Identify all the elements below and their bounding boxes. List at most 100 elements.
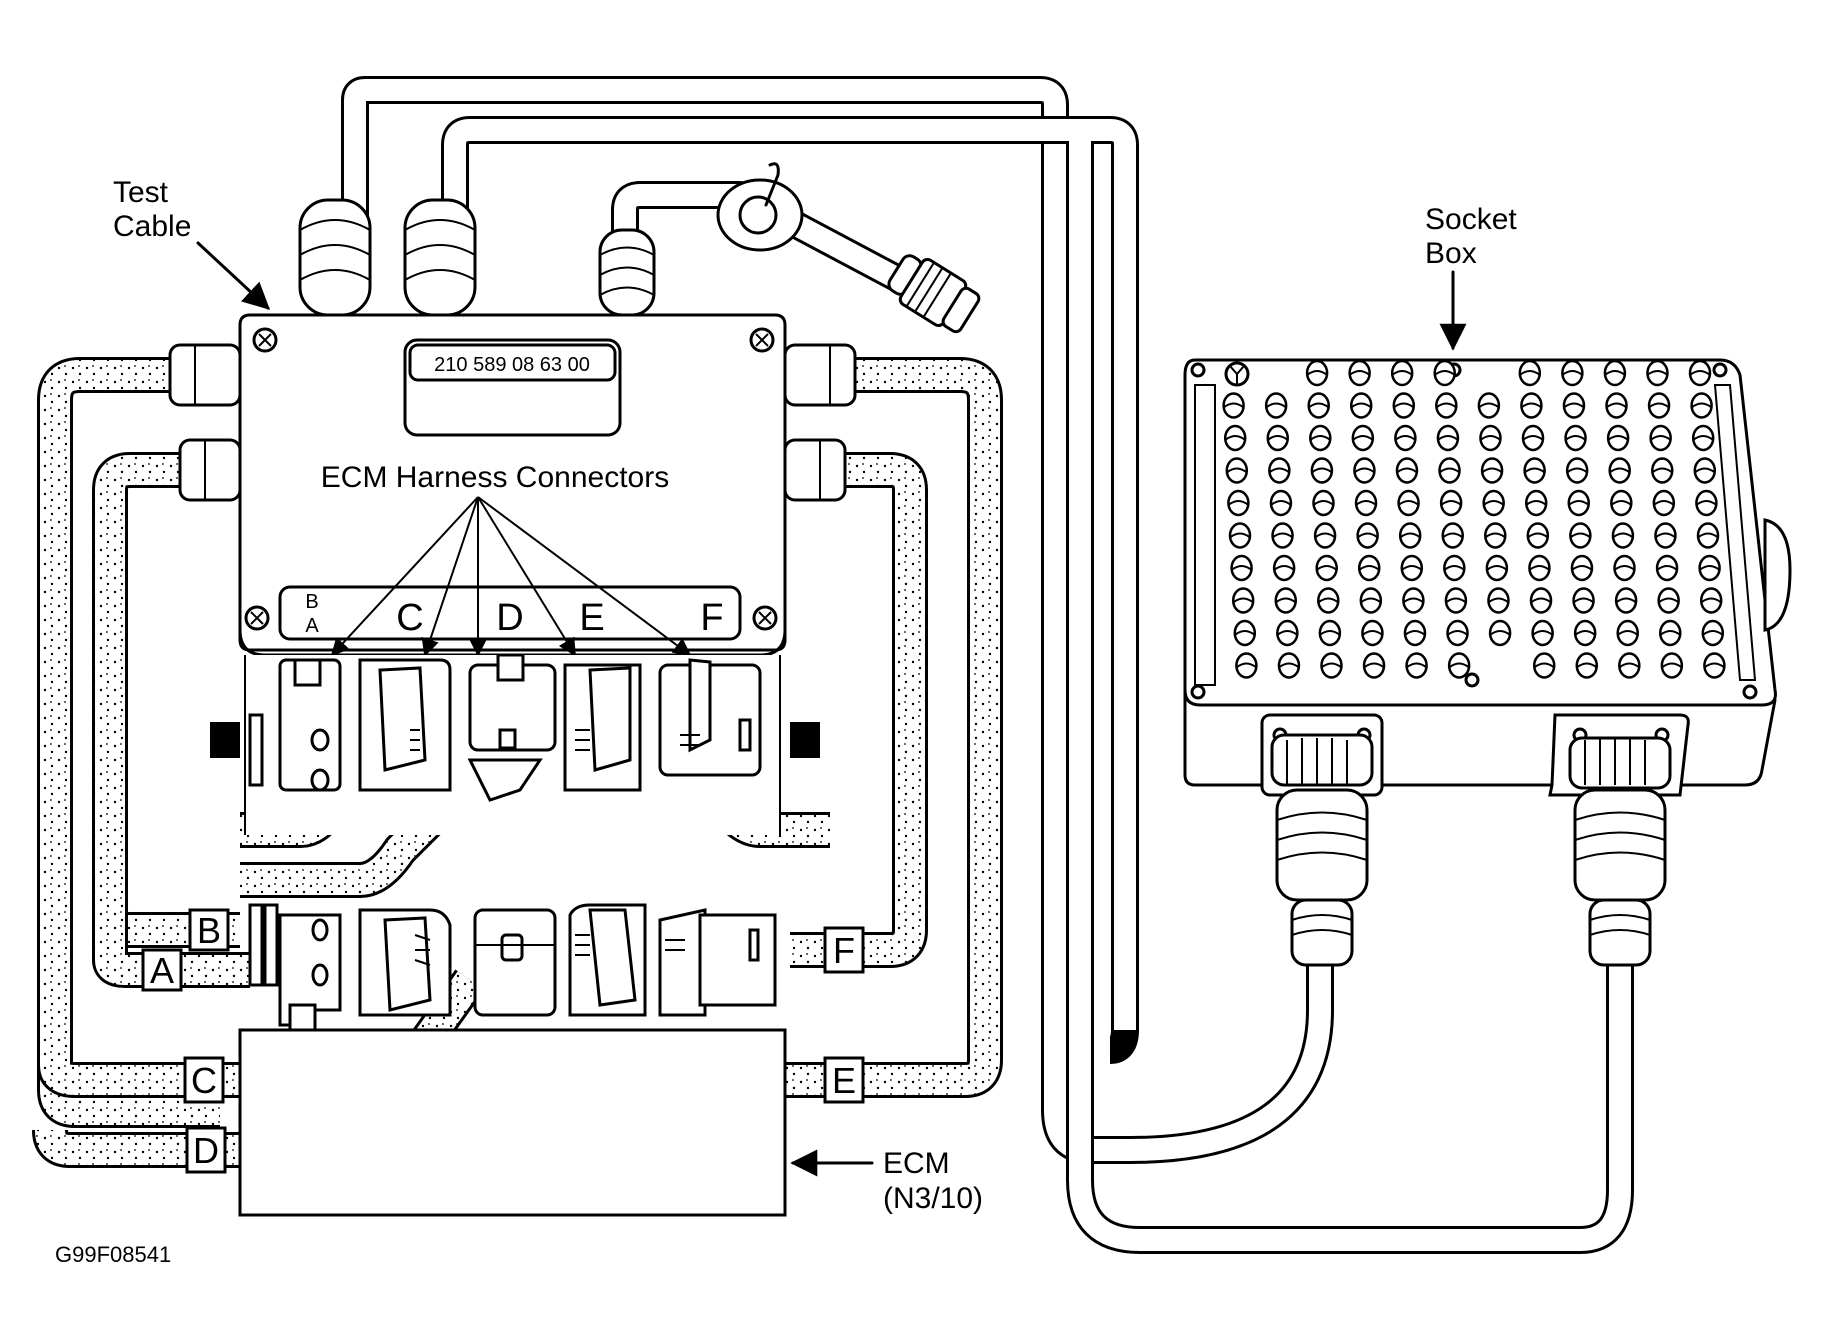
connector-f-lower: [658, 908, 777, 1017]
socket-pin: [1392, 392, 1416, 419]
screw-icon: [1190, 684, 1206, 700]
svg-text:C: C: [191, 1060, 217, 1101]
screw-icon: [752, 605, 778, 631]
socket-pin: [1310, 457, 1334, 484]
ecm-body: [238, 1028, 787, 1217]
socket-pin: [1487, 587, 1510, 614]
socket-pin: [1318, 619, 1342, 647]
socket-pin: [1269, 489, 1293, 517]
socket-pin: [1696, 522, 1720, 549]
socket-pin: [1361, 619, 1384, 647]
svg-text:B: B: [305, 591, 318, 613]
socket-pin: [1657, 587, 1680, 614]
socket-pin: [1435, 392, 1458, 419]
socket-pin: [1524, 489, 1548, 517]
socket-pin: [1441, 522, 1464, 549]
socket-pin: [1353, 457, 1376, 484]
socket-pin: [1231, 587, 1255, 614]
screw-icon: [244, 605, 270, 631]
socket-pin: [1616, 619, 1639, 647]
socket-pin: [1446, 619, 1469, 647]
harness-tag-e: E: [823, 1056, 865, 1104]
diagnostic-lead: [611, 162, 981, 334]
screw-icon: [1712, 362, 1728, 378]
socket-pin: [1400, 554, 1424, 582]
socket-grid: [1222, 359, 1726, 679]
callout-socket-box: Socket Box: [1425, 203, 1517, 351]
socket-pin: [1230, 554, 1253, 582]
socket-pin: [1274, 587, 1297, 614]
svg-text:E: E: [579, 597, 604, 639]
part-number: 210 589 08 63 00: [434, 354, 590, 376]
socket-pin: [1317, 587, 1340, 614]
ecm-harness-connectors-label: ECM Harness Connectors: [321, 461, 669, 494]
socket-box-cables: [341, 76, 1634, 1254]
socket-pin: [1520, 392, 1543, 419]
svg-text:A: A: [305, 615, 319, 637]
socket-pin: [1398, 522, 1422, 549]
connector-e-upper: [563, 663, 642, 792]
socket-pin: [1438, 457, 1461, 484]
connector-c-lower: [358, 908, 452, 1017]
callout-ecm: ECM (N3/10): [790, 1147, 983, 1215]
socket-pin: [1521, 424, 1545, 452]
socket-pin: [1394, 424, 1417, 452]
socket-pin: [1562, 392, 1586, 419]
harness-tag-b: B: [188, 908, 230, 952]
socket-pin: [1660, 652, 1684, 679]
socket-pin: [1569, 522, 1592, 549]
socket-pin: [1271, 522, 1294, 549]
socket-pin: [1698, 554, 1721, 582]
screw-icon: [749, 327, 775, 353]
socket-pin: [1618, 652, 1641, 679]
socket-pin: [1610, 489, 1633, 517]
cable-glands-side: [168, 343, 857, 502]
socket-pin: [1312, 489, 1335, 517]
socket-pin: [1529, 587, 1553, 614]
socket-pin: [1443, 554, 1466, 582]
socket-pin: [1611, 522, 1635, 549]
socket-pin: [1564, 424, 1587, 452]
socket-pin: [1397, 489, 1420, 517]
callout-test-cable: Test Cable: [113, 176, 270, 310]
socket-pin: [1356, 522, 1379, 549]
socket-pin: [1485, 554, 1509, 582]
socket-pin: [1649, 424, 1672, 452]
socket-pin: [1531, 619, 1554, 647]
socket-pin: [1276, 619, 1299, 647]
socket-pin: [1654, 522, 1677, 549]
socket-pin: [1349, 392, 1373, 419]
cable-glands-top: [298, 198, 656, 317]
socket-pin: [1690, 392, 1713, 419]
socket-pin: [1227, 489, 1250, 517]
socket-pin: [1315, 554, 1338, 582]
socket-pin: [1567, 489, 1591, 517]
socket-pin: [1405, 652, 1428, 679]
socket-pin: [1575, 652, 1599, 679]
socket-pin: [1603, 359, 1627, 387]
socket-pin: [1528, 554, 1551, 582]
socket-pin: [1480, 457, 1504, 484]
harness-tag-f: F: [823, 926, 865, 974]
connector-e-lower: [568, 903, 647, 1017]
connector-ab-upper: [248, 658, 342, 792]
socket-pin: [1266, 424, 1289, 452]
socket-pin: [1357, 554, 1381, 582]
socket-pin: [1402, 587, 1425, 614]
connector-d-lower: [473, 908, 557, 1017]
harness-tag-c: C: [183, 1056, 225, 1104]
svg-text:D: D: [496, 597, 523, 639]
socket-pin: [1655, 554, 1679, 582]
socket-pin: [1320, 652, 1343, 679]
socket-pin: [1518, 359, 1542, 387]
harness-tag-d: D: [185, 1126, 227, 1174]
socket-pin: [1691, 424, 1715, 452]
connector-c-upper: [358, 658, 452, 792]
socket-pin: [1695, 489, 1718, 517]
socket-pin: [1605, 392, 1628, 419]
socket-pin: [1482, 489, 1505, 517]
socket-pin: [1436, 424, 1460, 452]
socket-pin: [1395, 457, 1419, 484]
socket-pin: [1225, 457, 1249, 484]
socket-pin: [1523, 457, 1546, 484]
